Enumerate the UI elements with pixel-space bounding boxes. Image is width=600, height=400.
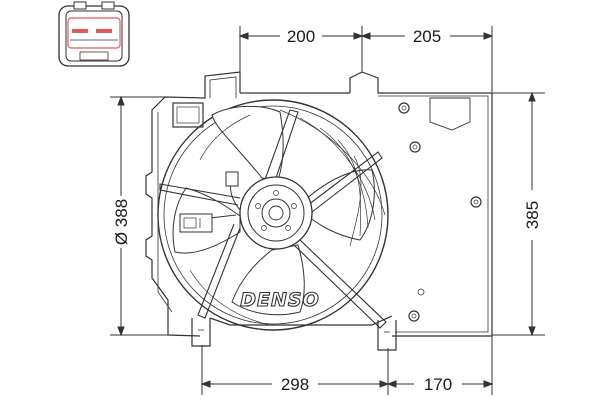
- dim-bottom-left: 298: [281, 375, 309, 394]
- dim-right-height: 385: [523, 201, 542, 229]
- dim-top-right: 205: [413, 27, 441, 46]
- dim-top-left: 200: [287, 27, 315, 46]
- fan-shroud: [145, 71, 493, 351]
- dim-bottom-right: 170: [424, 375, 452, 394]
- dimension-lines: [110, 26, 545, 395]
- wire-harness: [179, 171, 241, 233]
- brand-logo-text: DENSO: [240, 289, 320, 311]
- fan-struts: [159, 109, 387, 329]
- dim-left-diameter: Ø 388: [112, 199, 131, 245]
- connector-plug-icon: [58, 1, 130, 67]
- fan-ring: [157, 99, 389, 331]
- motor-hub: [239, 176, 313, 250]
